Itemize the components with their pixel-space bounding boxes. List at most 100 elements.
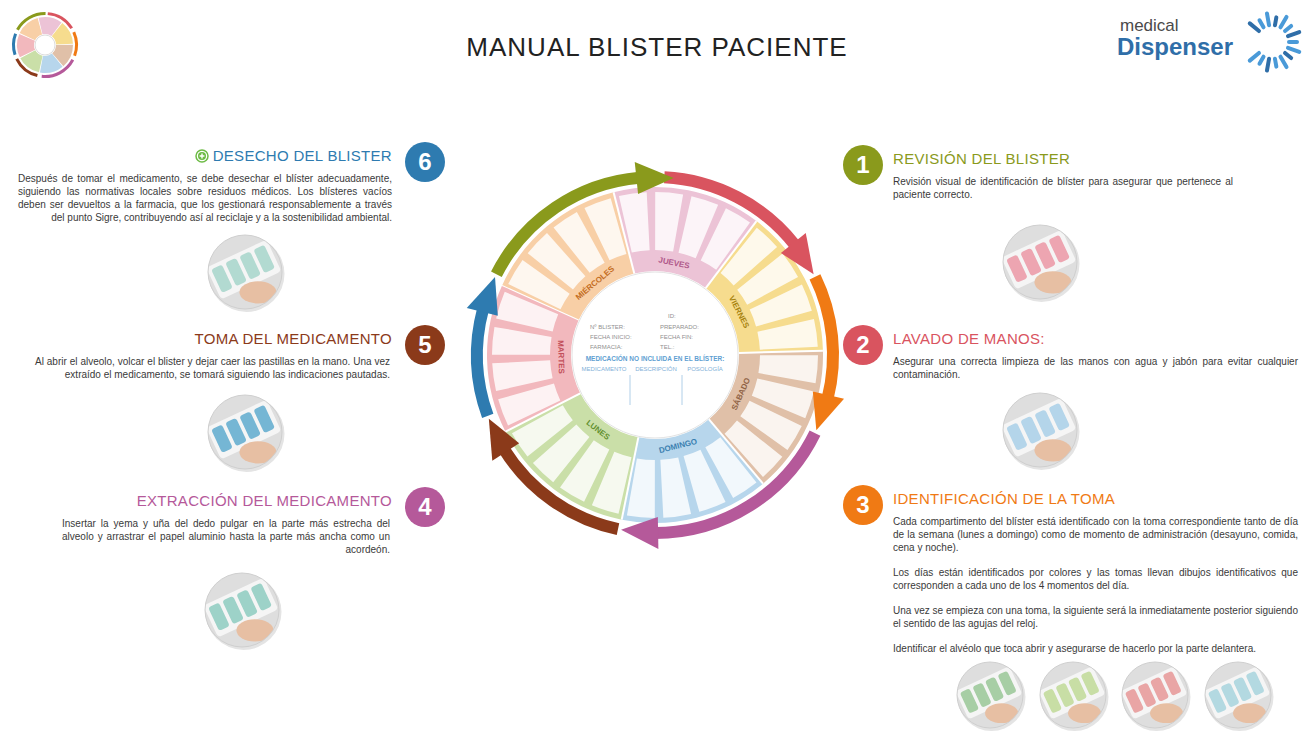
form-column: DESCRIPCIÓN: [635, 366, 677, 372]
blister-cell: [1245, 671, 1264, 696]
step-body: Al abrir el alveolo, volcar el blister y…: [35, 355, 390, 381]
logo-ring: [13, 34, 15, 55]
form-label: FARMACIA:: [590, 344, 622, 350]
photo-hand: [1233, 703, 1266, 723]
photo: [206, 395, 282, 469]
blister-cell: [1162, 671, 1181, 696]
photo-border: [957, 662, 1023, 728]
day-divider: [709, 419, 763, 483]
photo-hand: [236, 619, 273, 641]
logo-ring: [74, 32, 77, 56]
plus-icon-dot: [198, 152, 206, 160]
cycle-arrow-head: [781, 233, 814, 274]
logo-sector: [17, 34, 35, 57]
step-text: Al abrir el alveolo, volcar el blister y…: [35, 355, 390, 381]
form-label: ID:: [668, 313, 676, 319]
day-divider: [739, 351, 823, 353]
step-number: 6: [405, 142, 445, 182]
logo-ring: [42, 60, 73, 77]
photo-hand: [1150, 703, 1183, 723]
pill-slot: [757, 319, 817, 350]
step-number: 1: [843, 145, 883, 185]
logo-sector: [40, 54, 63, 73]
photo: [1120, 662, 1188, 728]
logo-dash: [1285, 26, 1291, 31]
logo-dash: [1275, 17, 1276, 25]
logo-dash: [1260, 20, 1264, 27]
day-label: JUEVES: [657, 255, 690, 270]
step-heading: LAVADO DE MANOS:: [893, 330, 1045, 347]
cycle-arrow-arc: [496, 178, 639, 275]
step-group: 5TOMA DEL MEDICAMENTOAl abrir el alveolo…: [15, 325, 447, 383]
form-label: PREPARADO:: [660, 324, 699, 330]
cycle-arrow-head: [467, 277, 498, 316]
day-divider: [505, 393, 580, 431]
form-heading: MEDICACIÓN NO INCLUIDA EN EL BLÍSTER:: [586, 355, 725, 362]
day-label: SÁBADO: [729, 376, 751, 411]
step-group: 1 REVISIÓN DEL BLISTER Revisión visual de …: [843, 145, 1303, 203]
step-text: Identificar el alvéolo que toca abrir y …: [893, 642, 1298, 655]
step-heading-row: EXTRACCIÓN DEL MEDICAMENTO: [15, 492, 392, 510]
step-heading-row: DESECHO DEL BLISTER: [15, 147, 392, 165]
cycle-arrow-arc: [664, 177, 795, 245]
blister-wheel: [467, 162, 844, 549]
step-body: Insertar la yema y uña del dedo pulgar e…: [62, 517, 390, 556]
pill-slot: [758, 355, 818, 383]
photo-hand: [239, 441, 276, 463]
step-text: Revisión visual de identificación de blí…: [893, 175, 1233, 201]
step-group: 6 DESECHO DEL BLISTER Después de tomar el …: [15, 142, 447, 226]
step-text: Después de tomar el medicamento, se debe…: [18, 172, 392, 224]
pill-slot: [750, 284, 812, 326]
page-title: MANUAL BLISTER PACIENTE: [0, 32, 1314, 63]
day-divider: [614, 192, 635, 273]
cycle-arrow-head: [621, 517, 658, 549]
step-body: Cada compartimento del blíster está iden…: [893, 515, 1298, 655]
logo-dash: [1267, 59, 1269, 71]
pill-slot: [492, 360, 552, 391]
form-column-line: [682, 375, 683, 405]
photo-border: [205, 573, 279, 647]
photo: [1038, 662, 1106, 728]
step-text: Los días están identificados por colores…: [893, 566, 1298, 592]
step-number: 2: [843, 325, 883, 365]
photo: [955, 662, 1023, 728]
step-body: Revisión visual de identificación de blí…: [893, 175, 1233, 201]
step-heading-row: IDENTIFICACIÓN DE LA TOMA: [893, 490, 1303, 508]
logo-word: Dispenser: [1117, 33, 1233, 61]
pill-slot: [619, 192, 650, 252]
cycle-arrow-arc: [477, 309, 488, 416]
logo-ring: [17, 59, 38, 76]
plus-icon: [195, 149, 209, 163]
photo-border: [208, 235, 282, 309]
day-divider: [706, 221, 757, 288]
logo-ring: [17, 13, 45, 29]
day-label: LUNES: [585, 418, 612, 442]
blister-cell: [997, 671, 1016, 696]
photo: [1001, 393, 1077, 467]
blister-cell: [1048, 235, 1070, 263]
photo-border: [1003, 225, 1077, 299]
cycle-arrow-arc: [655, 433, 815, 533]
step-heading: REVISIÓN DEL BLISTER: [893, 150, 1070, 167]
photo-hand: [985, 703, 1018, 723]
logo-dash: [1288, 48, 1299, 52]
pill-slot: [684, 450, 726, 512]
cycle-arrow-arc: [815, 277, 833, 398]
logo-dash: [1275, 59, 1276, 67]
step-heading: EXTRACCIÓN DEL MEDICAMENTO: [137, 492, 392, 509]
cycle-arrow-head: [635, 162, 674, 194]
form-column: POSOLOGÍA: [687, 366, 723, 372]
logo-dash: [1281, 57, 1287, 67]
form-column: MEDICAMENTO: [582, 366, 627, 372]
pill-slot: [655, 192, 683, 252]
photo-border: [1040, 662, 1106, 728]
center-form: [572, 272, 738, 438]
photo-hand: [1034, 439, 1071, 461]
plus-icon-cross: [199, 153, 204, 158]
blister-cell: [1048, 403, 1070, 431]
logo-dash: [1281, 17, 1287, 27]
blister-cell: [250, 583, 272, 611]
cycle-arrow-arc: [504, 449, 618, 529]
form-label: TEL.:: [660, 344, 674, 350]
blister-cell: [1080, 671, 1099, 696]
